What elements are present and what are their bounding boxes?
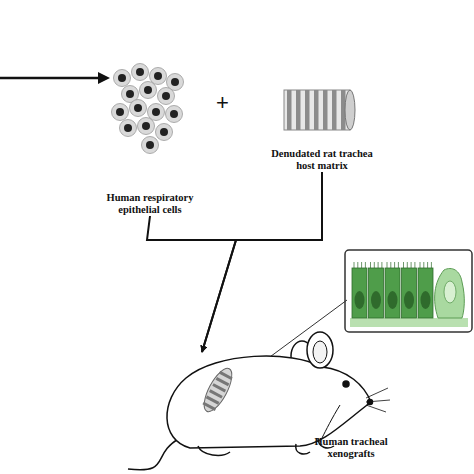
- bracket-arrow: [202, 172, 322, 352]
- node-label: Human respiratory epithelial cells: [95, 192, 205, 216]
- illustrated-node: Human respiratory epithelial cells: [95, 60, 205, 216]
- plus-sign: +: [216, 90, 229, 116]
- cell-cluster: [112, 64, 184, 154]
- bracket-arrow: [147, 216, 236, 352]
- trachea-tube: [284, 90, 355, 130]
- illustrated-node: Human tracheal xenografts: [150, 352, 412, 470]
- node-label: Human tracheal xenografts: [300, 436, 402, 460]
- arrow-head: [98, 72, 110, 84]
- node-label: Denudated rat trachea host matrix: [262, 148, 382, 172]
- illustrated-node: Denudated rat trachea host matrix: [262, 80, 382, 172]
- incoming-arrow: [0, 77, 100, 80]
- magnified-epithelium: [345, 250, 472, 332]
- graft: [199, 365, 237, 416]
